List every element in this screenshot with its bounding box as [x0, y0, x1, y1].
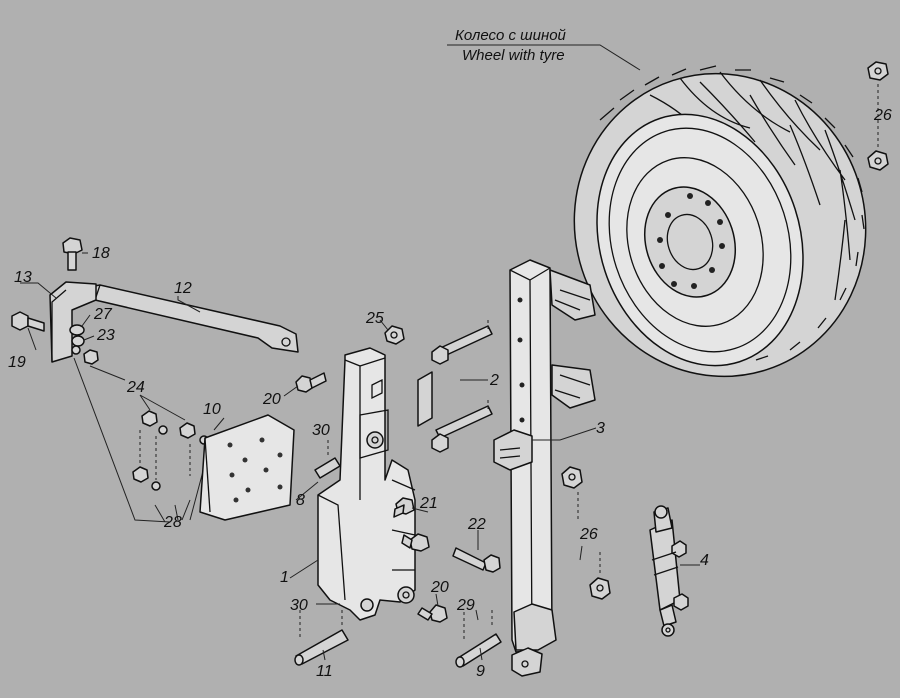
- callout-10: 10: [203, 401, 221, 418]
- callout-21: 21: [419, 495, 438, 512]
- wheel-title: Колесо с шиной Wheel with tyre: [447, 27, 641, 71]
- callout-23: 23: [96, 327, 115, 344]
- leader-lines: [20, 252, 700, 661]
- callout-12: 12: [174, 280, 192, 297]
- callout-11: 11: [316, 663, 333, 680]
- wheel-with-tyre: [573, 65, 867, 378]
- plate-10: [199, 414, 295, 521]
- bolt-19: [11, 311, 45, 332]
- callout-28: 28: [163, 514, 182, 531]
- callout-30-lower: 30: [290, 597, 308, 614]
- callout-25: 25: [365, 310, 384, 327]
- wheel-title-ru: Колесо с шиной: [455, 27, 567, 44]
- bolt-20-lower: [417, 604, 448, 623]
- pin-9: [455, 633, 502, 668]
- nut-26-lower: [561, 466, 611, 600]
- nut-25: [384, 325, 405, 345]
- bolt-20-upper: [295, 372, 327, 393]
- bolt-21: [393, 497, 430, 552]
- callout-30-upper: 30: [312, 422, 330, 439]
- callout-1: 1: [280, 569, 289, 586]
- wheel-title-en: Wheel with tyre: [462, 47, 565, 64]
- callout-20-lower: 20: [430, 579, 449, 596]
- callout-3: 3: [596, 420, 605, 437]
- callout-22: 22: [467, 516, 486, 533]
- callout-8: 8: [296, 492, 305, 509]
- bolt-22: [452, 547, 501, 573]
- callout-9: 9: [476, 663, 485, 680]
- pin-8: [314, 457, 341, 479]
- callout-18: 18: [92, 245, 110, 262]
- pin-11: [294, 629, 349, 666]
- callout-29: 29: [456, 597, 475, 614]
- washers-27-23: [69, 324, 85, 347]
- callout-13: 13: [14, 269, 32, 286]
- carrier-post-3: [493, 259, 596, 677]
- bracket-1: [317, 347, 416, 621]
- callout-26-top: 26: [873, 107, 892, 124]
- callout-numbers: 18 13 12 27 23 19 24 10 20 25 2 3 30 8 2…: [8, 245, 709, 680]
- bracket-13: [49, 281, 97, 363]
- cylinder-4: [649, 505, 689, 637]
- callout-26-lower: 26: [579, 526, 598, 543]
- nut-26-top: [867, 61, 889, 171]
- u-bolt-2: [417, 320, 493, 453]
- callout-24: 24: [126, 379, 145, 396]
- callout-27: 27: [93, 306, 113, 323]
- callout-19: 19: [8, 354, 26, 371]
- nuts-24-28: [71, 345, 209, 491]
- callout-4: 4: [700, 552, 709, 569]
- callout-2: 2: [489, 372, 499, 389]
- bolt-18: [62, 237, 83, 271]
- callout-20-upper: 20: [262, 391, 281, 408]
